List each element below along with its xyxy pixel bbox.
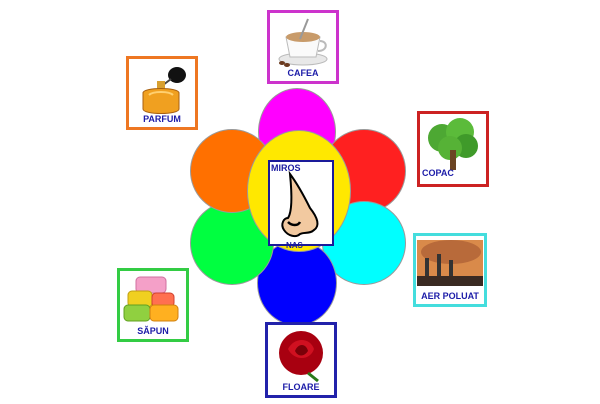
rose-icon xyxy=(279,331,323,383)
card-sapun-label: SĂPUN xyxy=(137,326,169,336)
card-parfum-label: PARFUM xyxy=(143,114,181,124)
card-parfum[interactable]: PARFUM xyxy=(126,56,198,130)
card-cafea-label: CAFEA xyxy=(287,68,319,78)
nose-image xyxy=(268,160,334,246)
card-cafea[interactable]: CAFEA xyxy=(267,10,339,84)
card-copac-label: COPAC xyxy=(422,168,454,178)
card-copac[interactable]: COPAC xyxy=(417,111,489,187)
tree-icon xyxy=(428,118,478,170)
card-floare-label: FLOARE xyxy=(282,382,320,392)
center-top-label: MIROS xyxy=(271,163,301,173)
card-sapun[interactable]: SĂPUN xyxy=(117,268,189,342)
perfume-bottle-icon xyxy=(142,67,186,114)
card-floare[interactable]: FLOARE xyxy=(265,322,337,398)
center-bottom-label: NAS xyxy=(286,241,303,250)
card-aer-poluat[interactable]: AER POLUAT xyxy=(413,233,487,307)
polluted-air-icon xyxy=(417,240,483,286)
nose-icon xyxy=(281,170,319,238)
coffee-cup-icon xyxy=(278,18,328,67)
soap-bars-icon xyxy=(123,276,179,322)
card-aer-poluat-label: AER POLUAT xyxy=(421,291,479,301)
